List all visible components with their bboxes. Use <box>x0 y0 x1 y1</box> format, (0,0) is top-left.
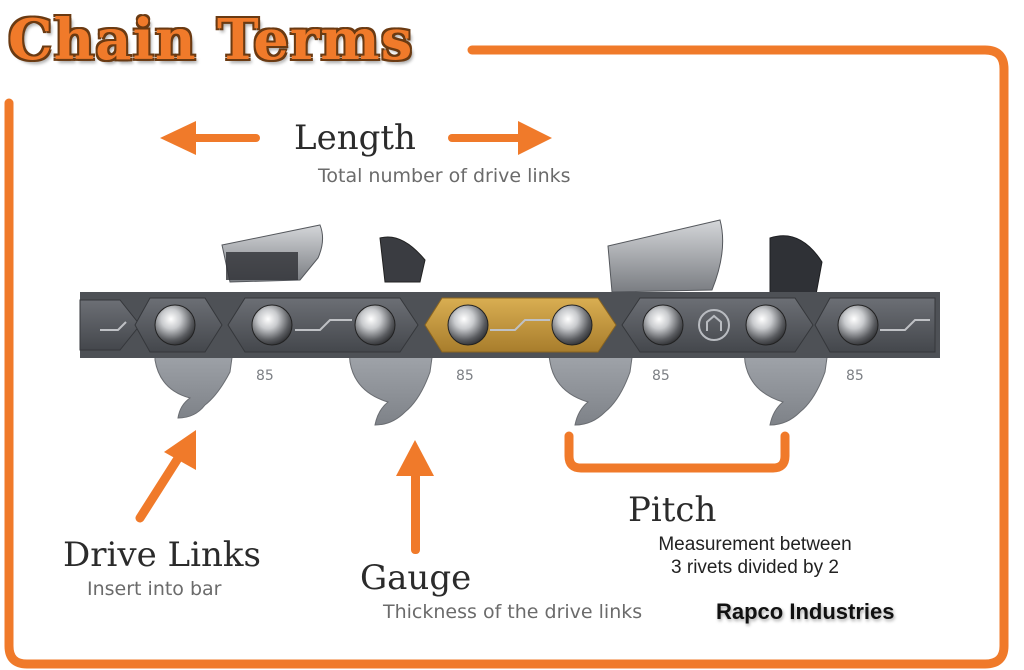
length-term: Length <box>294 118 416 158</box>
cutters <box>221 219 823 301</box>
pitch-description: Measurement between 3 rivets divided by … <box>630 533 880 579</box>
length-arrows <box>160 121 552 155</box>
gauge-term: Gauge <box>360 558 472 598</box>
gauge-arrow <box>396 440 434 554</box>
drive-links-description: Insert into bar <box>87 578 222 600</box>
link-stamp: 85 <box>456 368 474 384</box>
drive-links-term: Drive Links <box>63 535 261 575</box>
page-title: Chain Terms <box>8 7 414 73</box>
pitch-term: Pitch <box>628 490 717 530</box>
frame-border <box>4 45 1009 669</box>
brand-label: Rapco Industries <box>716 599 895 624</box>
link-stamp: 85 <box>256 368 274 384</box>
side-plates <box>79 292 940 358</box>
pitch-description-line2: 3 rivets divided by 2 <box>671 557 839 578</box>
logo-mark <box>698 309 730 341</box>
pitch-description-line1: Measurement between <box>658 534 852 555</box>
plate-marks <box>100 319 930 331</box>
length-description: Total number of drive links <box>318 165 571 187</box>
link-stamp: 85 <box>652 368 670 384</box>
gauge-description: Thickness of the drive links <box>383 601 643 623</box>
drive-links-arrow <box>135 430 196 523</box>
pitch-bracket <box>564 431 790 473</box>
link-stamp: 85 <box>846 368 864 384</box>
rivets <box>154 304 879 346</box>
